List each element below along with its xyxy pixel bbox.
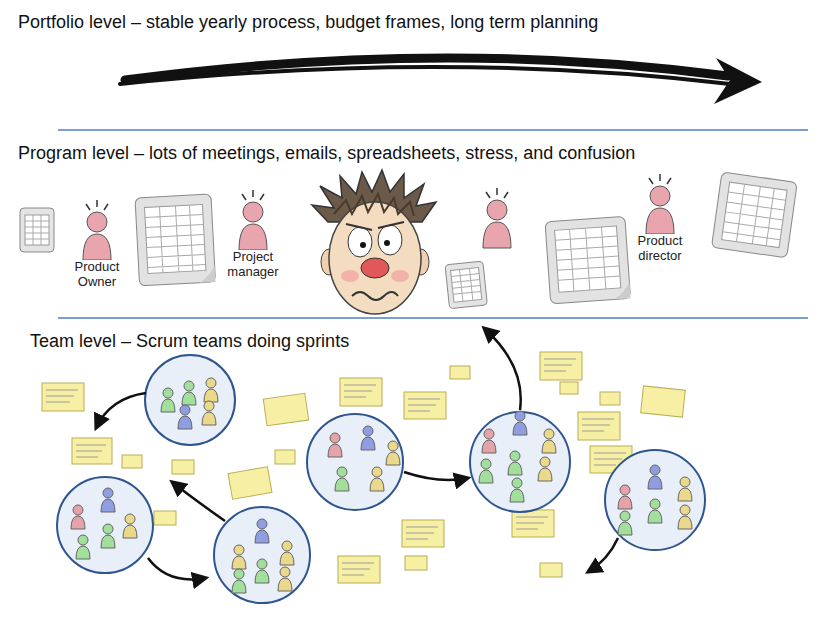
stressed-face [312,170,436,314]
band-heading: Portfolio level – stable yearly process,… [18,12,598,33]
person-node: Project manager [215,188,291,280]
sticky-scribbles [46,359,626,575]
person-icon [483,188,511,248]
person-icon [233,188,273,250]
spreadsheet-icon [711,172,797,258]
team-circle [57,355,705,603]
band-heading: Team level – Scrum teams doing sprints [30,331,349,352]
spreadsheet-icon [20,208,54,252]
sticky-notes [42,352,685,583]
spreadsheet-icon [445,261,487,309]
person-node: Product Owner [59,198,135,290]
band-separator [58,129,808,131]
timeline-arrow [120,58,762,104]
team-members [71,378,692,593]
level-band: Program level – lots of meetings, emails… [0,131,827,317]
band-heading: Program level – lots of meetings, emails… [18,143,635,164]
level-band: Team level – Scrum teams doing sprints [0,319,827,623]
spreadsheet-icon [135,194,216,286]
person-label: Product director [625,234,695,264]
band-separator [58,317,808,319]
person-label: Project manager [218,250,288,280]
person-icon [640,172,680,234]
person-node: Product director [622,172,698,264]
person-label: Product Owner [62,260,132,290]
person-icon [77,198,117,260]
spreadsheet-icon [545,216,631,303]
flow-arrows [96,328,618,579]
level-band: Portfolio level – stable yearly process,… [0,0,827,130]
